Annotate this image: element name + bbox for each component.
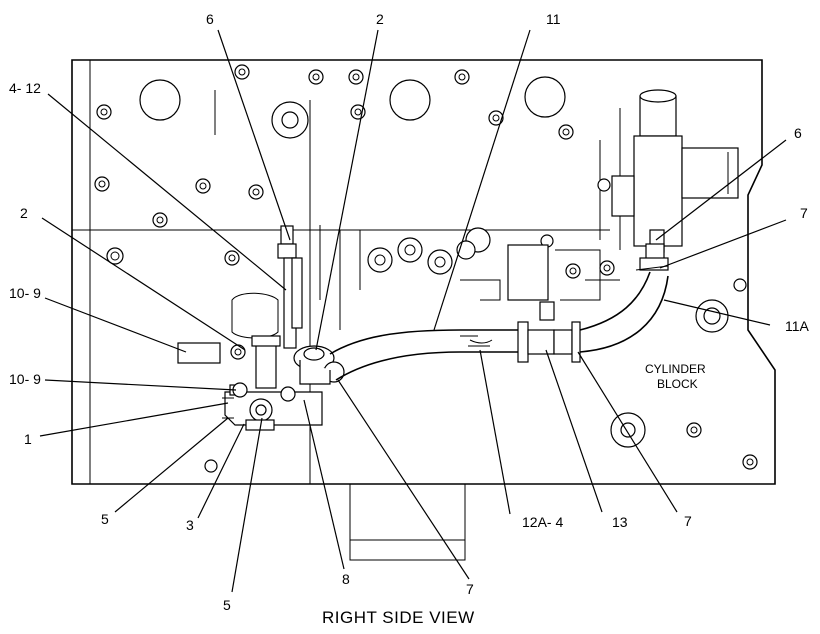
- callout-bottom-5: 5: [223, 597, 231, 613]
- filter-base-assembly: [177, 335, 323, 431]
- callout-bottom-5-left: 5: [101, 511, 109, 527]
- callout-top-6: 6: [206, 11, 214, 27]
- center-fittings: [319, 225, 620, 330]
- callout-8: 8: [342, 571, 350, 587]
- callout-bottom-7-left: 7: [466, 581, 474, 597]
- main-hose: [329, 271, 669, 381]
- oil-filter: [349, 484, 466, 561]
- callout-11a: 11A: [785, 318, 810, 334]
- valve-housing: [611, 89, 739, 253]
- callout-bottom-7-right: 7: [684, 513, 692, 529]
- callout-10-9-upper: 10- 9: [9, 285, 41, 301]
- callout-12a-4: 12A- 4: [522, 514, 563, 530]
- callout-right-6: 6: [794, 125, 802, 141]
- callout-left-2: 2: [20, 205, 28, 221]
- callout-labels: 6 2 11 4- 12 2 10- 9 10- 9 1 5 3 5 8 7 1…: [9, 11, 810, 613]
- vertical-tube: [277, 225, 303, 349]
- cylinder-block-label-line2: BLOCK: [657, 377, 698, 391]
- view-caption: RIGHT SIDE VIEW: [322, 608, 475, 627]
- leader-lines: [39, 29, 787, 593]
- callout-top-11: 11: [546, 11, 561, 27]
- cylinder-block-label-line1: CYLINDER: [645, 362, 706, 376]
- engine-block-outline: [71, 59, 776, 561]
- gasket-plate: [231, 292, 279, 339]
- callout-1: 1: [24, 431, 32, 447]
- elbow-fitting: [293, 345, 345, 385]
- callout-4-12: 4- 12: [9, 80, 41, 96]
- callout-10-9-lower: 10- 9: [9, 371, 41, 387]
- callout-3: 3: [186, 517, 194, 533]
- callout-top-2: 2: [376, 11, 384, 27]
- callout-13: 13: [612, 514, 628, 530]
- hose-clamp: [635, 243, 669, 271]
- callout-right-7: 7: [800, 205, 808, 221]
